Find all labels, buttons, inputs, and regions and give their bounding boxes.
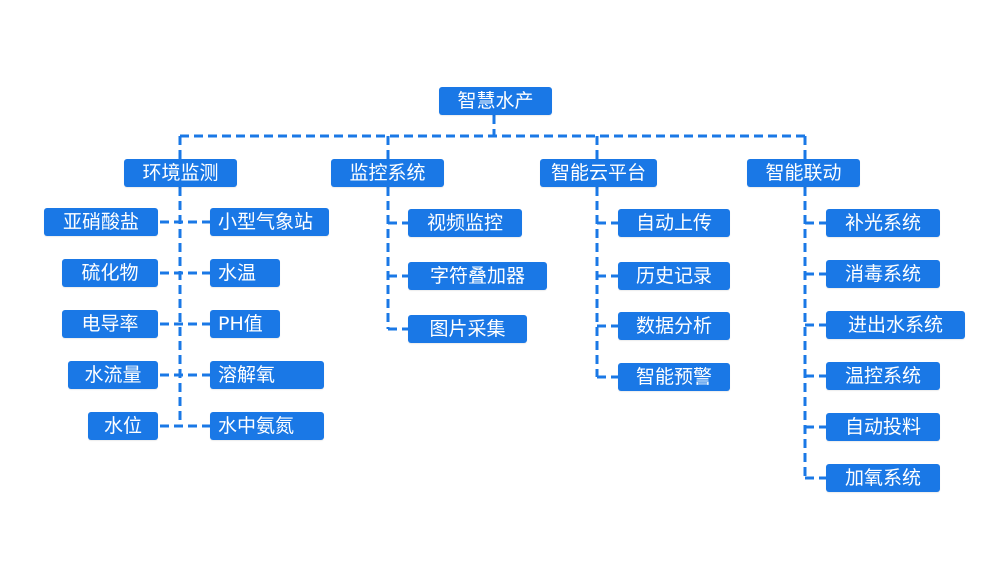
cloud-child-node: 数据分析 xyxy=(618,312,730,340)
env-right-node: 水温 xyxy=(210,259,280,287)
monitoring-child-node: 图片采集 xyxy=(408,315,527,343)
linkage-child-node: 补光系统 xyxy=(826,209,940,237)
monitoring-child-node: 字符叠加器 xyxy=(408,262,547,290)
branch-node-environment: 环境监测 xyxy=(124,159,237,187)
root-node: 智慧水产 xyxy=(439,87,552,115)
cloud-child-node: 历史记录 xyxy=(618,262,730,290)
branch-node-monitoring: 监控系统 xyxy=(331,159,444,187)
linkage-child-node: 自动投料 xyxy=(826,413,940,441)
env-left-node: 水流量 xyxy=(68,361,158,389)
env-left-node: 电导率 xyxy=(62,310,158,338)
linkage-child-node: 进出水系统 xyxy=(826,311,965,339)
env-left-node: 亚硝酸盐 xyxy=(44,208,158,236)
env-right-node: 小型气象站 xyxy=(210,208,329,236)
branch-node-linkage: 智能联动 xyxy=(747,159,860,187)
linkage-child-node: 温控系统 xyxy=(826,362,940,390)
env-left-node: 水位 xyxy=(88,412,158,440)
monitoring-child-node: 视频监控 xyxy=(408,209,522,237)
linkage-child-node: 消毒系统 xyxy=(826,260,940,288)
env-right-node: PH值 xyxy=(210,310,280,338)
cloud-child-node: 自动上传 xyxy=(618,209,730,237)
env-left-node: 硫化物 xyxy=(62,259,158,287)
env-right-node: 水中氨氮 xyxy=(210,412,324,440)
cloud-child-node: 智能预警 xyxy=(618,363,730,391)
branch-node-cloud: 智能云平台 xyxy=(540,159,657,187)
env-right-node: 溶解氧 xyxy=(210,361,324,389)
linkage-child-node: 加氧系统 xyxy=(826,464,940,492)
